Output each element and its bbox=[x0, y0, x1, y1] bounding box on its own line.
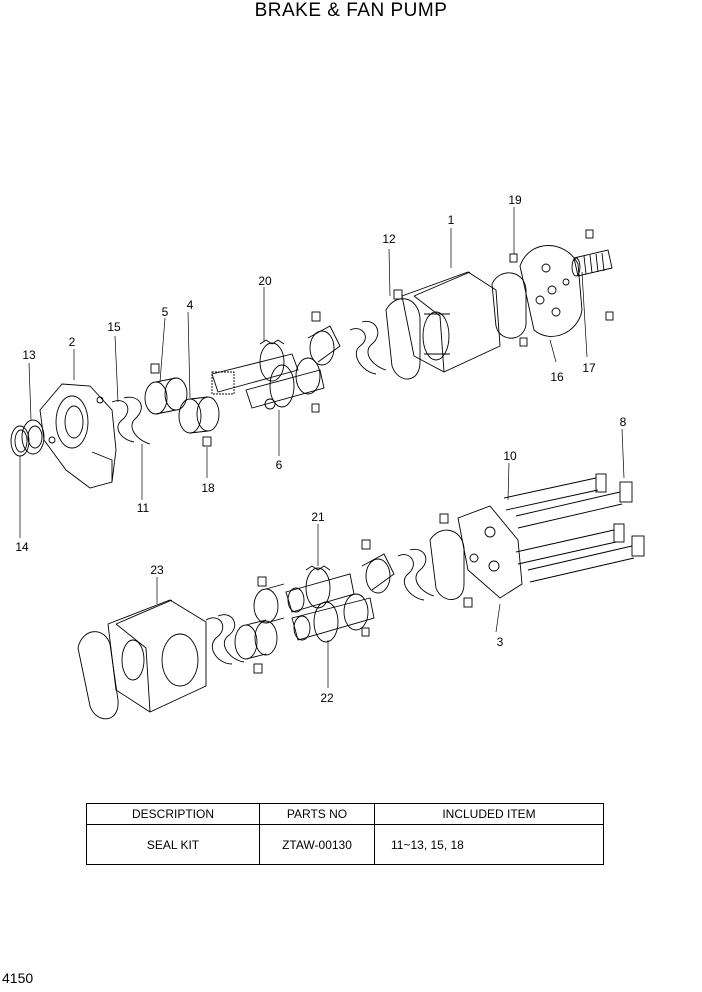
callout-2: 2 bbox=[69, 335, 76, 349]
seal-kit-table: DESCRIPTION PARTS NO INCLUDED ITEM SEAL … bbox=[86, 803, 604, 865]
table-row: SEAL KIT ZTAW-00130 11~13, 15, 18 bbox=[86, 824, 604, 865]
part-6-driven-gear bbox=[245, 357, 325, 413]
page-number: 4150 bbox=[2, 970, 34, 986]
part-1-pump-body bbox=[393, 271, 501, 373]
part-23-front-body bbox=[77, 599, 207, 720]
part-upper-bushing bbox=[307, 311, 341, 366]
callout-17: 17 bbox=[582, 361, 596, 375]
row-included-item: 11~13, 15, 18 bbox=[374, 824, 604, 865]
table-header-row: DESCRIPTION PARTS NO INCLUDED ITEM bbox=[86, 803, 604, 825]
exploded-parts-diagram: 1 2 3 4 5 6 8 10 11 12 13 14 15 16 17 18… bbox=[10, 193, 645, 720]
callout-11: 11 bbox=[137, 501, 150, 515]
row-parts-no: ZTAW-00130 bbox=[259, 824, 375, 865]
callout-12: 12 bbox=[382, 232, 396, 246]
callout-4: 4 bbox=[187, 298, 194, 312]
part-17-spline-shaft bbox=[571, 249, 613, 277]
callout-6: 6 bbox=[276, 458, 283, 472]
part-12-seal-gasket bbox=[349, 298, 421, 380]
part-13-oil-seal bbox=[21, 419, 45, 455]
callout-1: 1 bbox=[448, 213, 455, 227]
header-description: DESCRIPTION bbox=[86, 803, 260, 825]
header-parts-no: PARTS NO bbox=[259, 803, 375, 825]
callout-13: 13 bbox=[22, 348, 36, 362]
callout-22: 22 bbox=[320, 691, 334, 705]
callout-5: 5 bbox=[162, 305, 169, 319]
header-included-item: INCLUDED ITEM bbox=[374, 803, 604, 825]
row-description: SEAL KIT bbox=[86, 824, 260, 865]
part-16-rear-plate bbox=[509, 229, 614, 347]
callout-labels: 1 2 3 4 5 6 8 10 11 12 13 14 15 16 17 18… bbox=[15, 193, 626, 705]
part-21-drive-gear bbox=[285, 565, 355, 613]
part-4-bearing bbox=[178, 396, 220, 447]
callout-10: 10 bbox=[503, 449, 517, 463]
part-2-mounting-flange bbox=[39, 383, 117, 489]
page-title: BRAKE & FAN PUMP bbox=[254, 0, 448, 21]
part-lower-bushing bbox=[234, 576, 285, 674]
part-lower-rear-seals bbox=[397, 529, 465, 601]
callout-21: 21 bbox=[311, 510, 325, 524]
part-14-snap-ring bbox=[10, 425, 30, 457]
callout-8: 8 bbox=[620, 415, 627, 429]
callout-15: 15 bbox=[107, 320, 121, 334]
part-3-rear-cover bbox=[439, 505, 523, 608]
callout-3: 3 bbox=[497, 635, 504, 649]
callout-14: 14 bbox=[15, 540, 29, 554]
callout-19: 19 bbox=[508, 193, 522, 207]
part-15-11-seals bbox=[111, 396, 151, 445]
part-lower-seals bbox=[205, 614, 245, 665]
callout-20: 20 bbox=[258, 274, 272, 288]
part-5-bushing bbox=[144, 363, 188, 415]
part-20-drive-gear-shaft bbox=[211, 339, 299, 395]
part-body-gasket bbox=[491, 272, 527, 339]
part-10-8-bolts bbox=[503, 473, 645, 583]
callout-16: 16 bbox=[550, 370, 564, 384]
part-22-driven-gear bbox=[291, 593, 375, 643]
part-lower-top-bushing bbox=[361, 539, 395, 594]
leader-lines bbox=[19, 207, 625, 688]
callout-18: 18 bbox=[201, 481, 215, 495]
callout-23: 23 bbox=[150, 563, 164, 577]
